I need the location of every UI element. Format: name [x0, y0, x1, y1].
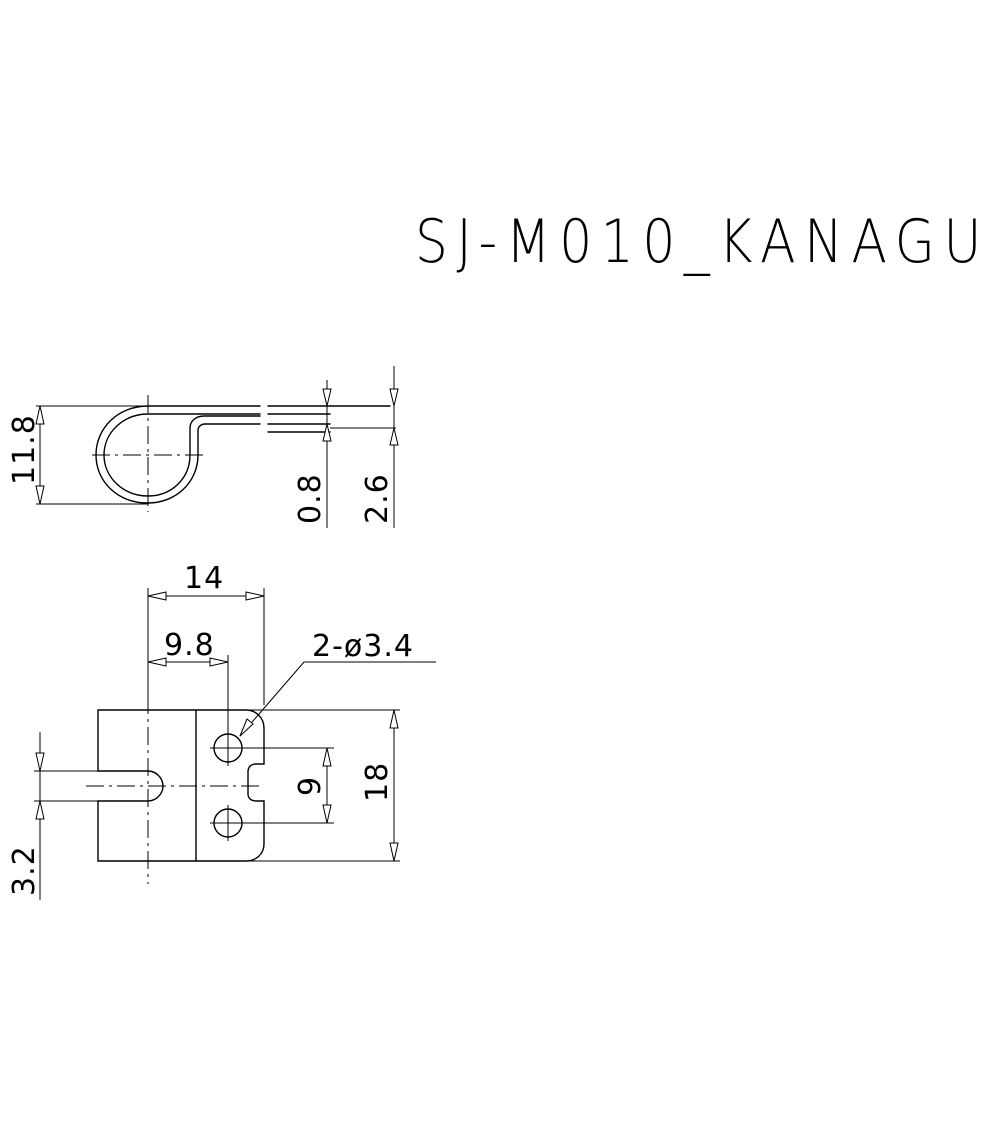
- width-arrow-bottom: [389, 842, 399, 862]
- drawing-title: SJ-M010_KANAGU: [415, 207, 990, 277]
- slot-arrow-top: [35, 752, 45, 772]
- pitch-dimension-label: 9: [293, 776, 328, 796]
- hole-position-arrow-right: [209, 657, 229, 667]
- offset-arrow-bottom: [389, 427, 399, 446]
- height-dimension-label: 11.8: [7, 414, 42, 485]
- hole-position-dimension-label: 9.8: [164, 628, 215, 663]
- top-view: 14 9.8 2-ø3.4 9 18 3.2: [7, 561, 436, 900]
- length-arrow-right: [245, 591, 265, 601]
- offset-arrow-top: [389, 388, 399, 407]
- thickness-arrow-bottom: [322, 423, 332, 442]
- height-arrow-top: [35, 405, 45, 425]
- hole-position-arrow-left: [147, 657, 167, 667]
- offset-dimension-label: 2.6: [360, 473, 395, 524]
- width-dimension-label: 18: [360, 762, 395, 802]
- pitch-arrow-top: [322, 747, 332, 767]
- pitch-arrow-bottom: [322, 804, 332, 824]
- length-arrow-left: [147, 591, 167, 601]
- hole-callout-arrow: [239, 718, 254, 737]
- length-dimension-label: 14: [184, 561, 224, 596]
- width-arrow-top: [389, 709, 399, 729]
- thickness-dimension-label: 0.8: [293, 473, 328, 524]
- slot-dimension-label: 3.2: [7, 845, 42, 896]
- thickness-arrow-top: [322, 388, 332, 407]
- hole-callout-label: 2-ø3.4: [312, 629, 414, 664]
- height-arrow-bottom: [35, 485, 45, 505]
- slot-arrow-bottom: [35, 800, 45, 820]
- side-view: 11.8 0.8 2.6: [7, 366, 399, 528]
